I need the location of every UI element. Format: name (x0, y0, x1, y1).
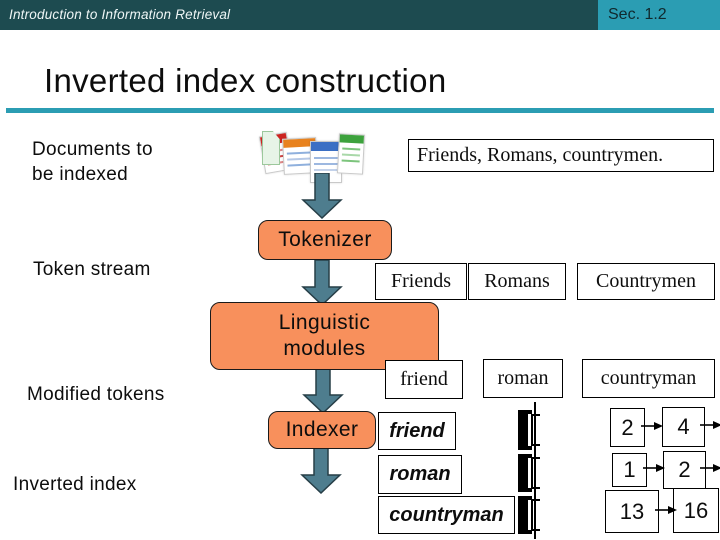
modified-token-box: countryman (582, 359, 715, 398)
token-box: Countrymen (577, 263, 715, 300)
posting-arrow-icon (700, 421, 720, 429)
flow-arrow-icon (300, 448, 342, 494)
postings-divider-line (534, 402, 536, 539)
source-document-text: Friends, Romans, countrymen. (408, 139, 714, 172)
flow-arrow-icon (301, 173, 343, 219)
posting-box: 4 (662, 407, 705, 447)
page-curl-icon (262, 131, 280, 165)
posting-box: 2 (663, 451, 706, 489)
flow-arrow-icon (302, 368, 344, 414)
spreadsheet-document-icon (336, 133, 366, 175)
bracket-glyph (518, 410, 540, 450)
posting-arrow-icon (700, 464, 720, 472)
title-underline (6, 108, 714, 113)
token-box: Friends (375, 263, 467, 300)
section-badge-label: Sec. 1.2 (608, 6, 667, 23)
label-token-stream: Token stream (33, 259, 151, 280)
label-documents-to-be-indexed: Documents to be indexed (32, 139, 153, 186)
dictionary-term-box: countryman (378, 496, 515, 534)
course-title: Introduction to Information Retrieval (9, 7, 231, 22)
page-title: Inverted index construction (44, 62, 447, 99)
posting-box: 2 (610, 408, 645, 447)
label-inverted-index: Inverted index (13, 474, 137, 495)
documents-icons-cluster (258, 131, 368, 183)
bracket-glyph (518, 496, 540, 534)
tokenizer-box: Tokenizer (258, 220, 392, 260)
dictionary-term-box: friend (378, 412, 456, 450)
posting-box: 16 (673, 488, 719, 533)
posting-box: 13 (605, 490, 659, 533)
section-badge: Sec. 1.2 (598, 0, 720, 30)
token-box: Romans (468, 263, 566, 300)
bracket-glyph (518, 454, 540, 492)
modified-token-box: friend (385, 360, 463, 399)
label-modified-tokens: Modified tokens (27, 384, 165, 405)
dictionary-term-box: roman (378, 455, 462, 494)
posting-box: 1 (612, 453, 647, 487)
posting-arrow-icon (643, 464, 665, 472)
flow-arrow-icon (301, 260, 343, 306)
posting-arrow-icon (641, 422, 663, 430)
indexer-box: Indexer (268, 411, 376, 449)
modified-token-box: roman (483, 359, 563, 398)
linguistic-modules-box: Linguistic modules (210, 302, 439, 370)
posting-arrow-icon (655, 506, 677, 514)
